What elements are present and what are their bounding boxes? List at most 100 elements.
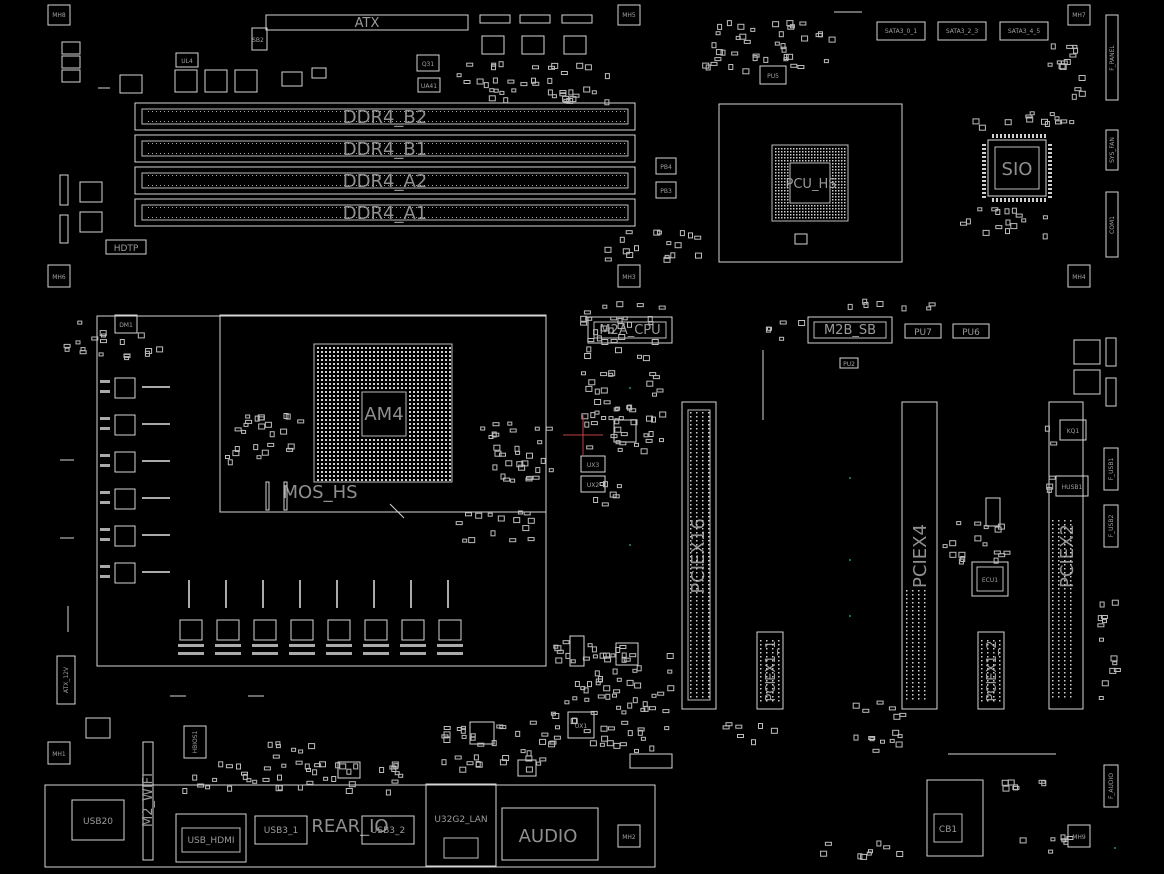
smd-pad — [284, 207, 285, 208]
smd-pad — [702, 460, 704, 462]
smd-pad — [472, 185, 473, 186]
smd-pad — [1070, 556, 1072, 558]
smd-pad — [580, 185, 581, 186]
smd-pad — [1070, 608, 1072, 610]
smd-pad — [1048, 164, 1052, 166]
smd-pad — [1044, 425, 1050, 432]
smd-pad — [464, 121, 465, 122]
smd-pad — [172, 111, 173, 112]
smd-pad — [409, 411, 411, 413]
dimm-slot-a2[interactable]: DDR4_A2 — [134, 166, 636, 195]
smd-pad — [401, 387, 403, 389]
smd-pad — [572, 207, 573, 208]
smd-pad — [409, 415, 411, 417]
smd-pad — [349, 475, 351, 477]
smd-pad — [356, 111, 357, 112]
smd-pad — [1064, 616, 1066, 618]
sata-connectors[interactable]: SATA3_0_1 SATA3_2_3 SATA3_4_5 — [876, 21, 1049, 41]
pciex1-1-slot[interactable]: PCIEX1_1 — [756, 631, 784, 710]
smd-pad — [245, 419, 253, 424]
smd-pad — [535, 467, 541, 474]
smd-pad — [912, 646, 914, 648]
smd-pad — [325, 411, 327, 413]
smd-pad — [385, 351, 387, 353]
atx-12v-connector[interactable]: ATX_12V — [56, 655, 76, 705]
smd-pad — [1064, 684, 1066, 686]
smd-pad — [341, 403, 343, 405]
smd-pad — [329, 435, 331, 437]
smd-pad — [715, 31, 721, 36]
smd-pad — [838, 190, 840, 192]
smd-pad — [357, 467, 359, 469]
smd-pad — [918, 626, 920, 628]
right-headers[interactable]: MH7 F_PANEL SYS_FAN COM1 MH4 F_USB1 F_US… — [1067, 4, 1119, 848]
ecu1-chip[interactable]: ECU1 KQ1 HUSB1 — [971, 339, 1101, 597]
smd-pad — [766, 640, 768, 642]
smd-pad — [272, 121, 273, 122]
smd-pad — [437, 419, 439, 421]
smd-pad — [384, 153, 385, 154]
smd-pad — [268, 153, 269, 154]
smd-pad — [352, 121, 353, 122]
smd-pad — [696, 444, 698, 446]
smd-pad — [1032, 134, 1034, 138]
smd-pad — [372, 185, 373, 186]
smd-pad — [1064, 660, 1066, 662]
smd-pad — [823, 160, 825, 162]
smd-pad — [696, 428, 698, 430]
smd-pad — [801, 35, 809, 42]
cpu-socket[interactable]: AM4 MOS_HS DM1 — [96, 314, 547, 667]
pciex2-slot[interactable]: PCIEX2 — [1048, 401, 1084, 710]
smd-pad — [601, 416, 607, 420]
smd-pad — [516, 461, 524, 468]
smd-pad — [344, 111, 345, 112]
smd-pad — [433, 471, 435, 473]
smd-pad — [620, 121, 621, 122]
pch-chip[interactable]: PCU_HS — [718, 103, 903, 263]
cmos-battery[interactable]: CB1 — [926, 779, 984, 857]
smd-pad — [277, 774, 282, 781]
smd-pad — [793, 160, 795, 162]
smd-pad — [345, 375, 347, 377]
smd-pad — [321, 387, 323, 389]
rear-io[interactable]: REAR_IO USB20 M2_WIFI USB_HDMI USB3_1 US… — [44, 717, 656, 868]
smd-pad — [564, 111, 565, 112]
sio-chip[interactable]: SIO — [987, 139, 1047, 197]
smd-pad — [437, 359, 439, 361]
smd-pad — [236, 185, 237, 186]
smd-pad — [421, 347, 423, 349]
smd-pad — [445, 455, 447, 457]
smd-pad — [381, 359, 383, 361]
smd-pad — [1064, 648, 1066, 650]
smd-pad — [588, 379, 596, 386]
smd-pad — [380, 153, 381, 154]
m2b-sb-slot[interactable]: M2B_SB PU7 PU6 PU2 — [807, 316, 990, 369]
pciex1-2-slot[interactable]: PCIEX1_2 — [977, 631, 1005, 710]
smd-pad — [300, 153, 301, 154]
pciex4-slot[interactable]: PCIEX4 — [901, 401, 938, 710]
smd-pad — [180, 175, 181, 176]
smd-pad — [445, 399, 447, 401]
smd-pad — [385, 789, 391, 796]
dimm-slot-a1[interactable]: DDR4_A1 — [134, 198, 636, 227]
pciex16-slot[interactable]: PCIEX16 — [681, 401, 717, 710]
smd-pad — [1004, 134, 1006, 138]
atx-connector[interactable]: ATX SB2 — [251, 14, 469, 51]
dimm-slot-b1[interactable]: DDR4_B1 — [134, 134, 636, 163]
smd-pad — [1058, 688, 1060, 690]
smd-pad — [525, 477, 533, 482]
smd-pad — [100, 565, 110, 568]
smd-pad — [838, 193, 840, 195]
smd-pad — [321, 363, 323, 365]
smd-pad — [405, 467, 407, 469]
smd-pad — [778, 205, 780, 207]
smd-pad — [441, 455, 443, 457]
smd-pad — [832, 217, 834, 219]
smd-pad — [708, 476, 710, 478]
smd-pad — [832, 163, 834, 165]
smd-pad — [428, 207, 429, 208]
smd-pad — [441, 383, 443, 385]
smd-pad — [999, 692, 1001, 694]
dimm-slot-b2[interactable]: DDR4_B2 — [134, 102, 636, 131]
